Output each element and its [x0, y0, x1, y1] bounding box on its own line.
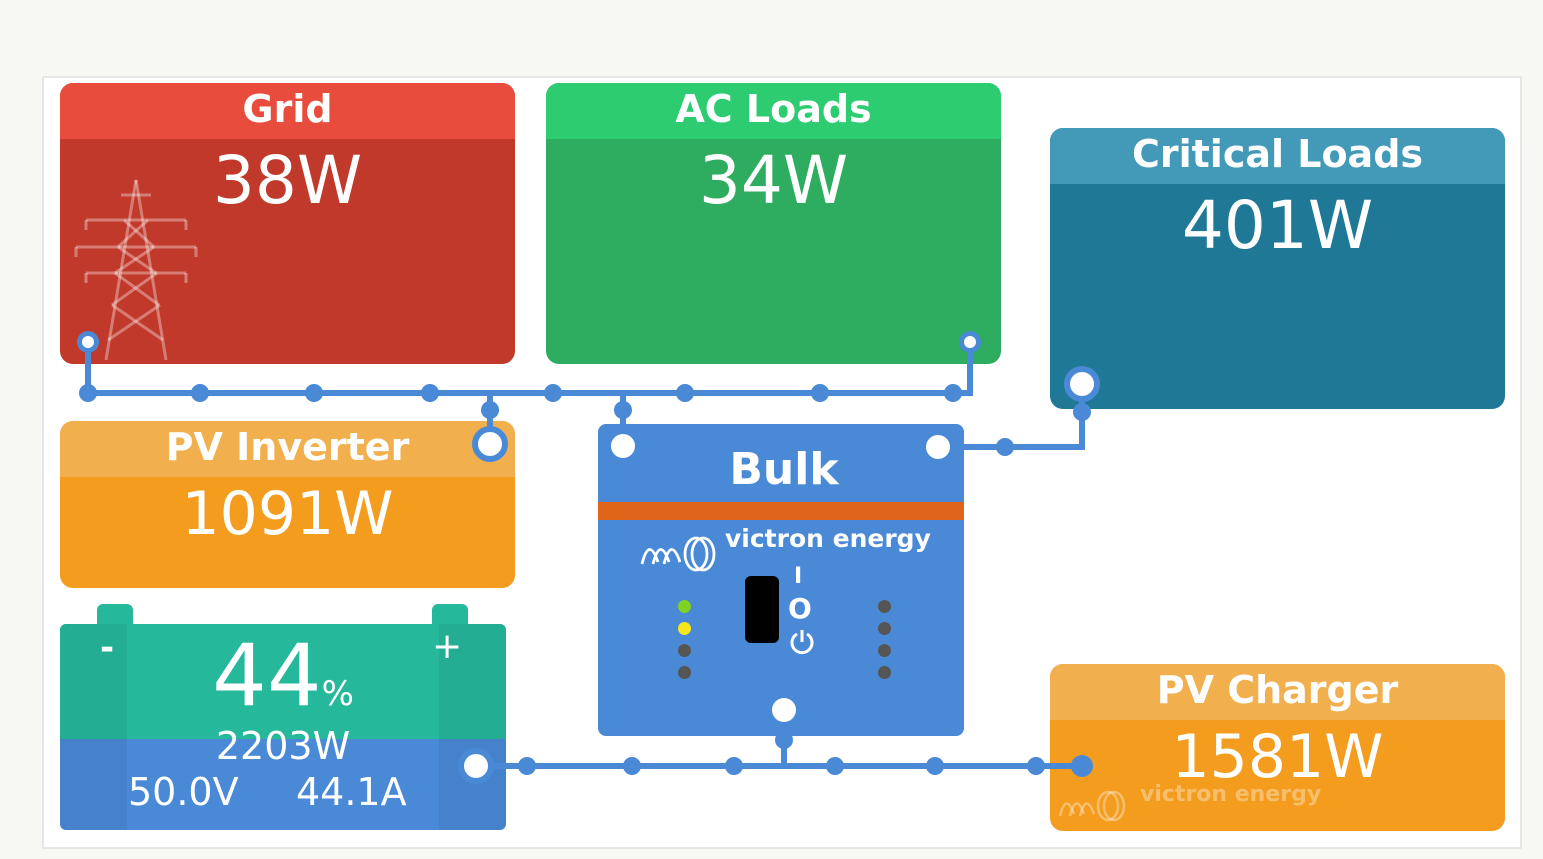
- pv-inverter-power: 1091W: [181, 479, 394, 549]
- led-off: [878, 666, 891, 679]
- battery-terminal-positive: [432, 604, 468, 626]
- power-pylon-icon: [74, 179, 198, 361]
- grid-power: 38W: [212, 142, 363, 219]
- critical-loads-title: Critical Loads: [1050, 128, 1505, 184]
- led-green: [678, 600, 691, 613]
- inverter-brand: victron energy: [725, 524, 931, 553]
- victron-logo-icon: [1058, 790, 1126, 822]
- inverter-charger-tile[interactable]: Bulk victron energy I O: [598, 424, 964, 736]
- battery-minus-sign: -: [100, 628, 115, 668]
- ac-loads-tile[interactable]: AC Loads 34W: [546, 83, 1001, 364]
- pv-charger-tile[interactable]: PV Charger 1581W victron energy: [1050, 664, 1505, 831]
- battery-current: 44.1A: [296, 770, 407, 814]
- battery-terminal-negative: [97, 604, 133, 626]
- pv-charger-brand: victron energy: [1140, 782, 1322, 807]
- grid-title: Grid: [60, 83, 515, 139]
- inverter-state: Bulk: [729, 444, 839, 495]
- battery-power: 2203W: [215, 724, 351, 768]
- battery-plus-sign: +: [432, 626, 463, 667]
- power-switch[interactable]: [745, 576, 779, 643]
- battery-soc-unit: %: [321, 674, 354, 714]
- ac-loads-title: AC Loads: [546, 83, 1001, 139]
- led-off: [878, 600, 891, 613]
- power-icon: [790, 630, 814, 655]
- battery-tile[interactable]: - + 44% 2203W 50.0V 44.1A: [60, 624, 506, 830]
- led-off: [678, 666, 691, 679]
- critical-loads-tile[interactable]: Critical Loads 401W: [1050, 128, 1505, 409]
- battery-soc-value: 44: [212, 626, 322, 726]
- switch-on-label: I: [794, 564, 803, 589]
- led-off: [878, 622, 891, 635]
- led-off: [678, 644, 691, 657]
- battery-left-band: [60, 624, 127, 830]
- critical-loads-power: 401W: [1181, 187, 1374, 264]
- pv-inverter-title: PV Inverter: [60, 421, 515, 477]
- battery-charge-level: [60, 624, 506, 739]
- inverter-stripe: [598, 502, 964, 520]
- victron-logo-icon: [640, 536, 716, 572]
- pv-inverter-tile[interactable]: PV Inverter 1091W: [60, 421, 515, 588]
- pv-charger-title: PV Charger: [1050, 664, 1505, 720]
- ac-loads-power: 34W: [698, 142, 849, 219]
- battery-right-band: [439, 624, 506, 830]
- pv-charger-power: 1581W: [1171, 722, 1384, 792]
- grid-tile[interactable]: Grid 38W: [60, 83, 515, 364]
- led-yellow: [678, 622, 691, 635]
- led-off: [878, 644, 891, 657]
- battery-soc-row: 44%: [60, 628, 506, 724]
- switch-off-label: O: [788, 592, 812, 625]
- battery-voltage: 50.0V: [128, 770, 239, 814]
